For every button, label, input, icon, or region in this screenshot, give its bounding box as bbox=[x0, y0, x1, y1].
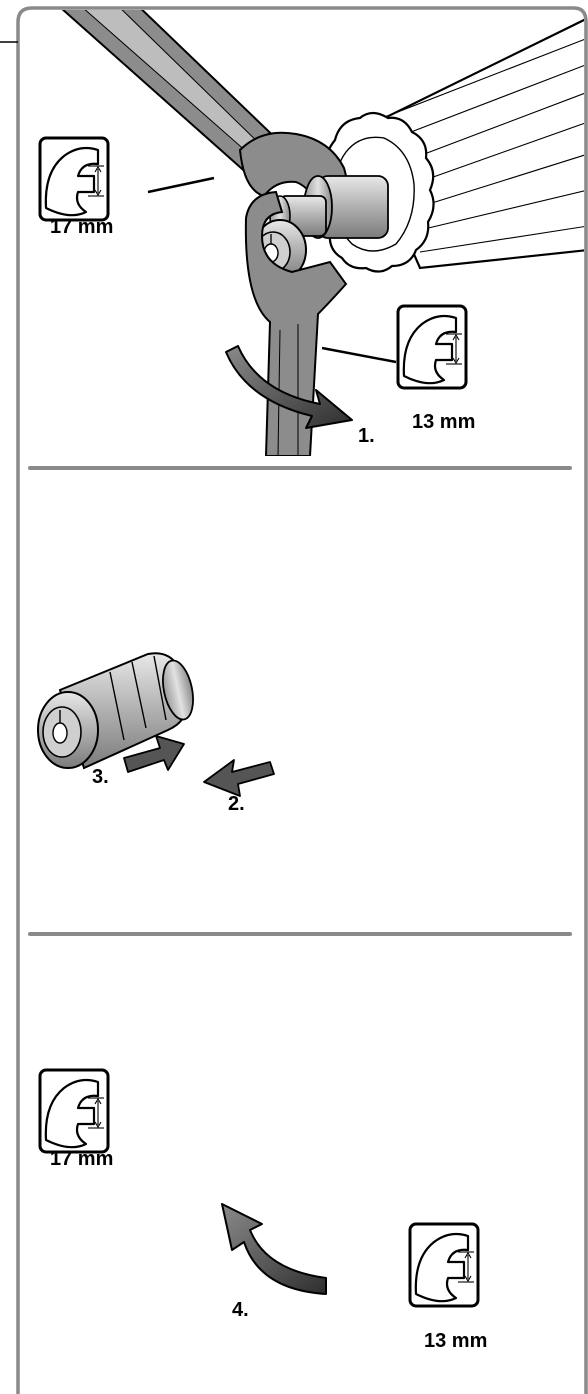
spindle-shaft bbox=[254, 646, 380, 760]
wrench-icon-17mm bbox=[38, 136, 110, 222]
step-label-3: 3. bbox=[92, 766, 109, 788]
wrench-icon-13mm bbox=[396, 304, 468, 390]
panel-3: 17 mm 13 mm 4. bbox=[38, 943, 588, 1352]
grinder-body-2 bbox=[322, 488, 588, 742]
arrow-insert-3 bbox=[123, 735, 185, 773]
panel-2: 3. 2. bbox=[37, 488, 588, 815]
outer-frame bbox=[16, 6, 588, 1394]
step-label-1: 1. bbox=[358, 425, 375, 447]
step-label-4: 4. bbox=[232, 1299, 249, 1321]
wrench-label-13mm: 13 mm bbox=[412, 411, 475, 433]
callout-line-13mm bbox=[321, 346, 397, 364]
rotation-arrow-1 bbox=[225, 345, 353, 429]
wrench-icon-13mm-b bbox=[408, 1222, 480, 1308]
wrench-label-17mm-b: 17 mm bbox=[50, 1148, 113, 1170]
callout-line-13mm-b bbox=[326, 1255, 408, 1273]
callout-line-17mm-b bbox=[148, 1105, 214, 1118]
wrench-icon-17mm-b bbox=[38, 1068, 110, 1154]
arrow-remove-2 bbox=[203, 759, 275, 797]
grinder-body-3 bbox=[322, 943, 588, 1197]
wrench-label-17mm: 17 mm bbox=[50, 216, 113, 238]
panel-1: 17 mm 13 mm 1. bbox=[38, 10, 584, 456]
collet-nut-b bbox=[254, 1101, 388, 1205]
rotation-arrow-4 bbox=[221, 1203, 327, 1295]
collet bbox=[37, 652, 194, 770]
wrench-label-13mm-b: 13 mm bbox=[424, 1330, 487, 1352]
callout-line-17mm bbox=[147, 176, 215, 194]
step-label-2: 2. bbox=[228, 793, 245, 815]
